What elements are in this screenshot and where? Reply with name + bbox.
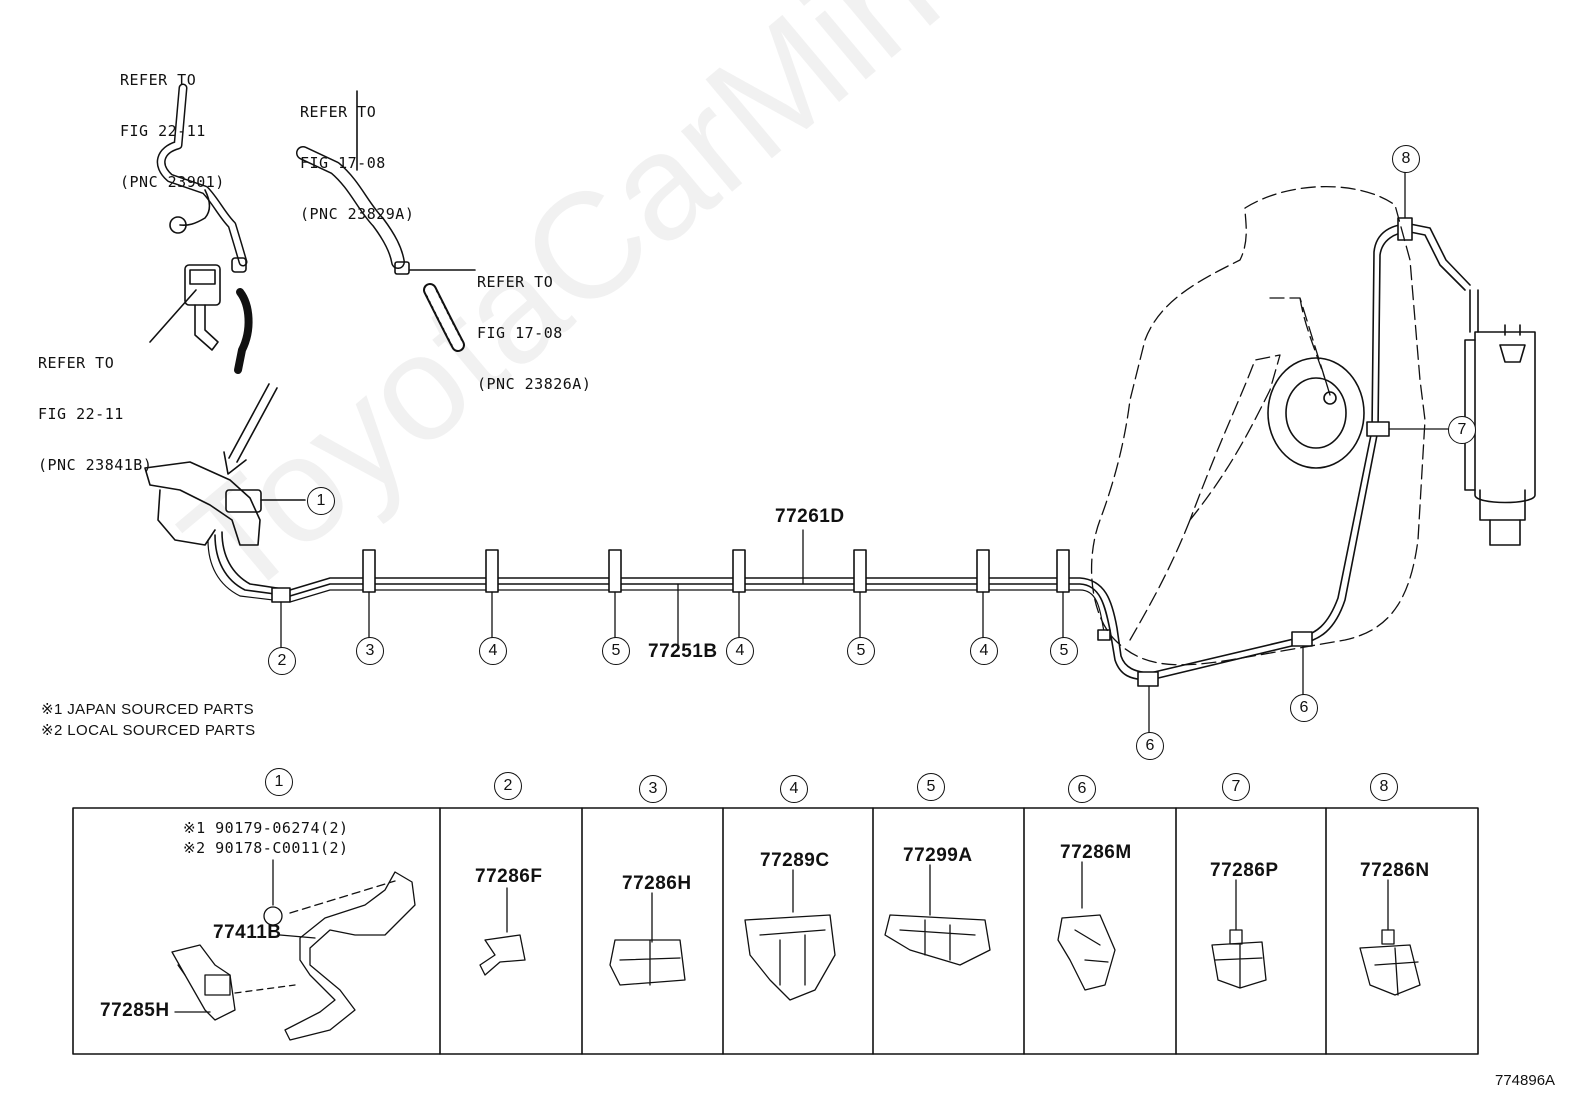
reference-line: (PNC 23841B): [38, 456, 153, 474]
reference-label-23901: REFER TO FIG 22-11 (PNC 23901): [120, 38, 225, 225]
reference-line: REFER TO: [38, 354, 115, 372]
bolt-japan-part: ※1 90179-06274(2): [183, 819, 349, 837]
part-number-77289c: 77289C: [760, 850, 830, 871]
reference-line: FIG 17-08: [477, 324, 563, 342]
callout-3: 3: [356, 637, 384, 665]
clip-drawings: [479, 861, 1421, 1001]
reference-line: REFER TO: [300, 103, 377, 121]
note-japan-sourced: ※1 JAPAN SOURCED PARTS: [41, 701, 255, 718]
vacuum-hose-23901: [156, 83, 248, 273]
table-callout-2: 2: [494, 772, 522, 800]
figure-id: 774896A: [1495, 1072, 1556, 1089]
table-callout-3: 3: [639, 775, 667, 803]
bracket-assembly: [144, 461, 306, 546]
reference-line: (PNC 23829A): [300, 205, 415, 223]
part-number-77286n: 77286N: [1360, 860, 1430, 881]
callout-8: 8: [1392, 145, 1420, 173]
callout-1: 1: [307, 487, 335, 515]
part-number-top-line: 77261D: [775, 506, 845, 527]
part-number-77299a: 77299A: [903, 845, 973, 866]
fuel-pump-cap: [1267, 357, 1365, 469]
vsv-connector-23841b: [149, 264, 253, 374]
part-number-bottom-line: 77251B: [648, 641, 718, 662]
callout-5: 5: [847, 637, 875, 665]
callout-4: 4: [970, 637, 998, 665]
part-number-77411b: 77411B: [213, 922, 282, 943]
reference-line: REFER TO: [477, 273, 554, 291]
callout-4: 4: [726, 637, 754, 665]
table-callout-6: 6: [1068, 775, 1096, 803]
bracket-detail-drawing: [171, 859, 416, 1041]
part-number-77286f: 77286F: [475, 866, 543, 887]
reference-line: FIG 17-08: [300, 154, 386, 172]
reference-label-23829a: REFER TO FIG 17-08 (PNC 23829A): [300, 70, 414, 257]
table-callout-1: 1: [265, 768, 293, 796]
part-number-77286h: 77286H: [622, 873, 692, 894]
table-callout-7: 7: [1222, 773, 1250, 801]
charcoal-canister: [1464, 289, 1536, 546]
reference-line: (PNC 23826A): [477, 375, 592, 393]
callout-7: 7: [1448, 416, 1476, 444]
harness-lines: [207, 223, 1471, 681]
reference-line: FIG 22-11: [120, 122, 206, 140]
direction-arrow: [223, 383, 278, 475]
hose-23829a: [296, 90, 476, 352]
table-callout-4: 4: [780, 775, 808, 803]
reference-label-23826a: REFER TO FIG 17-08 (PNC 23826A): [477, 240, 591, 427]
table-callout-8: 8: [1370, 773, 1398, 801]
reference-line: REFER TO: [120, 71, 197, 89]
reference-line: FIG 22-11: [38, 405, 124, 423]
part-number-77286p: 77286P: [1210, 860, 1279, 881]
callout-6: 6: [1136, 732, 1164, 760]
callout-4: 4: [479, 637, 507, 665]
callout-5: 5: [1050, 637, 1078, 665]
callout-2: 2: [268, 647, 296, 675]
bolt-local-part: ※2 90178-C0011(2): [183, 839, 349, 857]
parts-table-frame: [72, 807, 1479, 1055]
callout-6: 6: [1290, 694, 1318, 722]
reference-label-23841b: REFER TO FIG 22-11 (PNC 23841B): [38, 321, 152, 508]
part-number-77286m: 77286M: [1060, 842, 1132, 863]
part-number-77285h: 77285H: [100, 1000, 170, 1021]
reference-line: (PNC 23901): [120, 173, 225, 191]
fuel-tank-outline: [1091, 186, 1426, 666]
table-callout-5: 5: [917, 773, 945, 801]
note-local-sourced: ※2 LOCAL SOURCED PARTS: [41, 722, 256, 739]
callout-5: 5: [602, 637, 630, 665]
clamps: [271, 217, 1413, 687]
